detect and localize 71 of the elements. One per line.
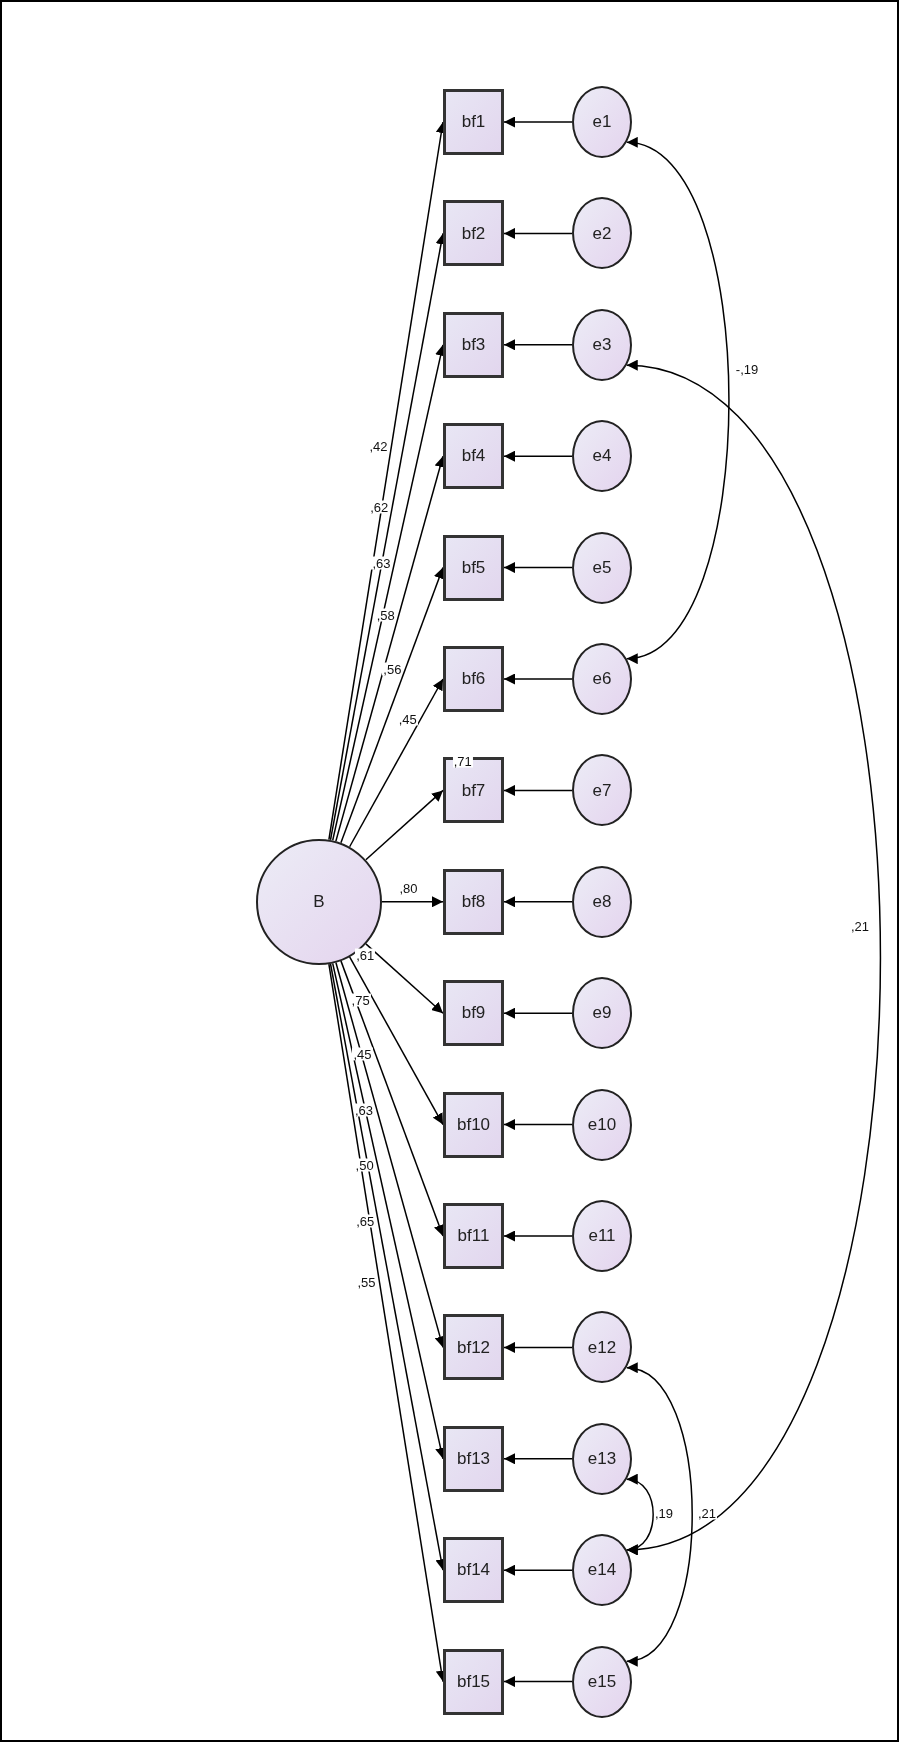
arrow	[340, 960, 445, 1237]
edge-label: ,63	[371, 556, 392, 570]
arrow	[503, 896, 573, 908]
arrow	[348, 678, 444, 848]
error-term-circle: e14	[572, 1534, 632, 1607]
error-term-circle: e2	[572, 197, 632, 270]
edge-label: ,45	[352, 1047, 373, 1061]
arrow	[340, 566, 445, 844]
edge-label: ,75	[350, 993, 371, 1007]
error-term-circle: e4	[572, 420, 632, 493]
observed-variable-box: bf5	[443, 534, 504, 601]
observed-variable-box: bf1	[443, 89, 504, 155]
edge-label: ,65	[355, 1214, 376, 1228]
arrow	[503, 784, 573, 796]
error-term-circle: e11	[572, 1200, 632, 1272]
error-term-circle: e15	[572, 1645, 632, 1718]
observed-variable-box: bf14	[443, 1537, 504, 1604]
arrow	[503, 339, 573, 351]
edge-label: ,71	[452, 754, 473, 768]
observed-variable-box: bf10	[443, 1091, 504, 1158]
error-term-circle: e13	[572, 1422, 632, 1495]
observed-variable-box: bf15	[443, 1648, 504, 1715]
arrow	[503, 1007, 573, 1019]
error-term-circle: e6	[572, 643, 632, 715]
edge-label: ,19	[653, 1506, 675, 1520]
edge-label: ,62	[369, 500, 390, 514]
edge-label: ,63	[353, 1103, 374, 1117]
edge-label: ,21	[696, 1506, 718, 1520]
arrow	[503, 1564, 573, 1576]
edge-label: ,45	[397, 712, 418, 726]
edge-label: ,50	[354, 1158, 375, 1172]
edge-label: ,56	[382, 662, 403, 676]
arrow	[503, 562, 573, 574]
arrow	[365, 943, 444, 1014]
error-term-circle: e12	[572, 1311, 632, 1384]
edge-label: ,58	[375, 608, 396, 622]
edge-label: ,80	[398, 881, 419, 895]
observed-variable-box: bf8	[443, 868, 504, 935]
edge-label: ,55	[356, 1275, 377, 1289]
observed-variable-box: bf2	[443, 200, 504, 267]
observed-variable-box: bf11	[443, 1203, 504, 1269]
observed-variable-box: bf13	[443, 1425, 504, 1492]
observed-variable-box: bf6	[443, 646, 504, 712]
arrow	[503, 1230, 573, 1242]
observed-variable-box: bf12	[443, 1314, 504, 1381]
error-term-circle: e9	[572, 977, 632, 1050]
arrow	[503, 1676, 573, 1688]
arrow	[503, 1453, 573, 1465]
error-term-circle: e10	[572, 1088, 632, 1161]
arrow	[381, 896, 444, 908]
observed-variable-box: bf3	[443, 311, 504, 378]
arrow	[626, 1365, 693, 1664]
arrow	[503, 227, 573, 239]
edge-label: ,21	[849, 919, 871, 933]
arrow	[365, 789, 444, 861]
edge-label: -,19	[734, 362, 760, 376]
error-term-circle: e1	[572, 86, 632, 158]
error-term-circle: e3	[572, 308, 632, 381]
arrow	[503, 1119, 573, 1131]
arrow	[503, 116, 573, 128]
edge-label: ,42	[368, 439, 389, 453]
arrow	[348, 956, 444, 1126]
error-term-circle: e8	[572, 865, 632, 938]
arrow	[503, 1341, 573, 1353]
error-term-circle: e7	[572, 754, 632, 827]
arrow	[503, 450, 573, 462]
error-term-circle: e5	[572, 531, 632, 604]
observed-variable-box: bf4	[443, 423, 504, 490]
observed-variable-box: bf9	[443, 980, 504, 1047]
arrow	[503, 673, 573, 685]
edge-label: ,61	[355, 948, 376, 962]
